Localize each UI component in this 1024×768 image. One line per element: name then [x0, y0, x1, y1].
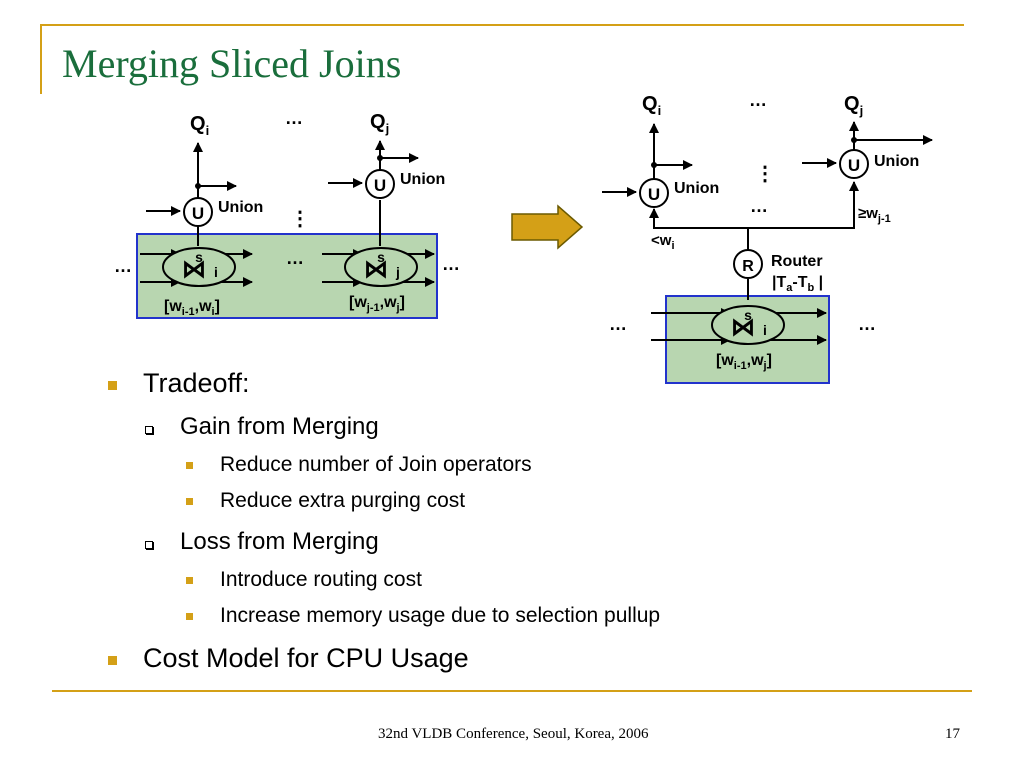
- router-label: Router: [771, 253, 823, 270]
- right-top-ellipsis: …: [749, 90, 767, 110]
- left-top-ellipsis: …: [285, 108, 303, 128]
- join-j-window: [wj-1,wj]: [349, 294, 405, 314]
- bullet-marker: [145, 426, 153, 434]
- bullet-marker: [108, 656, 117, 665]
- page-number: 17: [945, 726, 960, 742]
- bullet-gain: Gain from Merging: [180, 413, 379, 440]
- join-i-symbol: ⋈: [182, 256, 206, 283]
- right-union-i-symbol: U: [648, 185, 660, 204]
- bullet-gain-2: Reduce extra purging cost: [220, 489, 466, 512]
- left-middle-ellipsis: …: [286, 248, 304, 268]
- join-j-node: [344, 247, 418, 287]
- right-union-i-label: Union: [674, 180, 719, 197]
- route-ge-label: ≥wj-1: [858, 205, 891, 225]
- right-right-ellipsis: …: [858, 314, 876, 334]
- query-i-label: Qi: [190, 113, 209, 138]
- bullet-marker: [145, 541, 153, 549]
- svg-text:s: s: [195, 249, 203, 265]
- merged-join-node: [711, 305, 785, 345]
- svg-text:i: i: [763, 322, 767, 338]
- transition-arrow: [511, 204, 584, 250]
- svg-text:s: s: [744, 307, 752, 323]
- footer-conference: 32nd VLDB Conference, Seoul, Korea, 2006: [378, 726, 649, 742]
- merged-join-window: [wi-1,wj]: [716, 352, 772, 372]
- bullet-marker: [186, 498, 193, 505]
- bullet-gain-1: Reduce number of Join operators: [220, 453, 532, 476]
- right-union-j-label: Union: [874, 153, 919, 170]
- union-i-symbol: U: [192, 204, 204, 223]
- union-j-symbol: U: [374, 176, 386, 195]
- left-vdots: ⋮: [290, 208, 310, 230]
- bullet-loss: Loss from Merging: [180, 528, 379, 555]
- top-rule: [40, 24, 964, 26]
- svg-text:s: s: [377, 249, 385, 265]
- route-lt-label: <wi: [651, 232, 675, 252]
- router-symbol: R: [742, 258, 754, 275]
- bullet-cost-model: Cost Model for CPU Usage: [143, 643, 469, 673]
- router-range: |Ta-Tb |: [772, 274, 823, 294]
- union-i-label: Union: [218, 199, 263, 216]
- right-mid-ellipsis: …: [750, 196, 768, 216]
- merging-diagram: U Union Qi U Union Qj … ⋮ ⋈ s i [wi-1,wi…: [114, 90, 933, 384]
- join-i-window: [wi-1,wi]: [164, 298, 220, 318]
- right-query-j-label: Qj: [844, 93, 863, 118]
- right-vdots: ⋮: [755, 163, 775, 185]
- slide-title: Merging Sliced Joins: [62, 41, 402, 86]
- bullet-marker: [186, 462, 193, 469]
- join-j-symbol: ⋈: [364, 256, 388, 283]
- svg-text:j: j: [395, 264, 400, 280]
- bullet-tradeoff: Tradeoff:: [143, 368, 250, 398]
- right-query-i-label: Qi: [642, 93, 661, 118]
- bullet-marker: [108, 381, 117, 390]
- bullet-marker: [186, 577, 193, 584]
- left-right-ellipsis: …: [442, 254, 460, 274]
- svg-text:i: i: [214, 264, 218, 280]
- bottom-rule: [52, 690, 972, 692]
- query-j-label: Qj: [370, 111, 389, 136]
- bullet-loss-2: Increase memory usage due to selection p…: [220, 604, 661, 627]
- join-i-node: [162, 247, 236, 287]
- left-rule: [40, 24, 42, 94]
- union-j-label: Union: [400, 171, 445, 188]
- bullet-marker: [186, 613, 193, 620]
- merged-join-symbol: ⋈: [731, 314, 755, 341]
- bullet-loss-1: Introduce routing cost: [220, 568, 422, 591]
- left-outer-ellipsis: …: [114, 256, 132, 276]
- right-left-ellipsis: …: [609, 314, 627, 334]
- right-union-j-symbol: U: [848, 156, 860, 175]
